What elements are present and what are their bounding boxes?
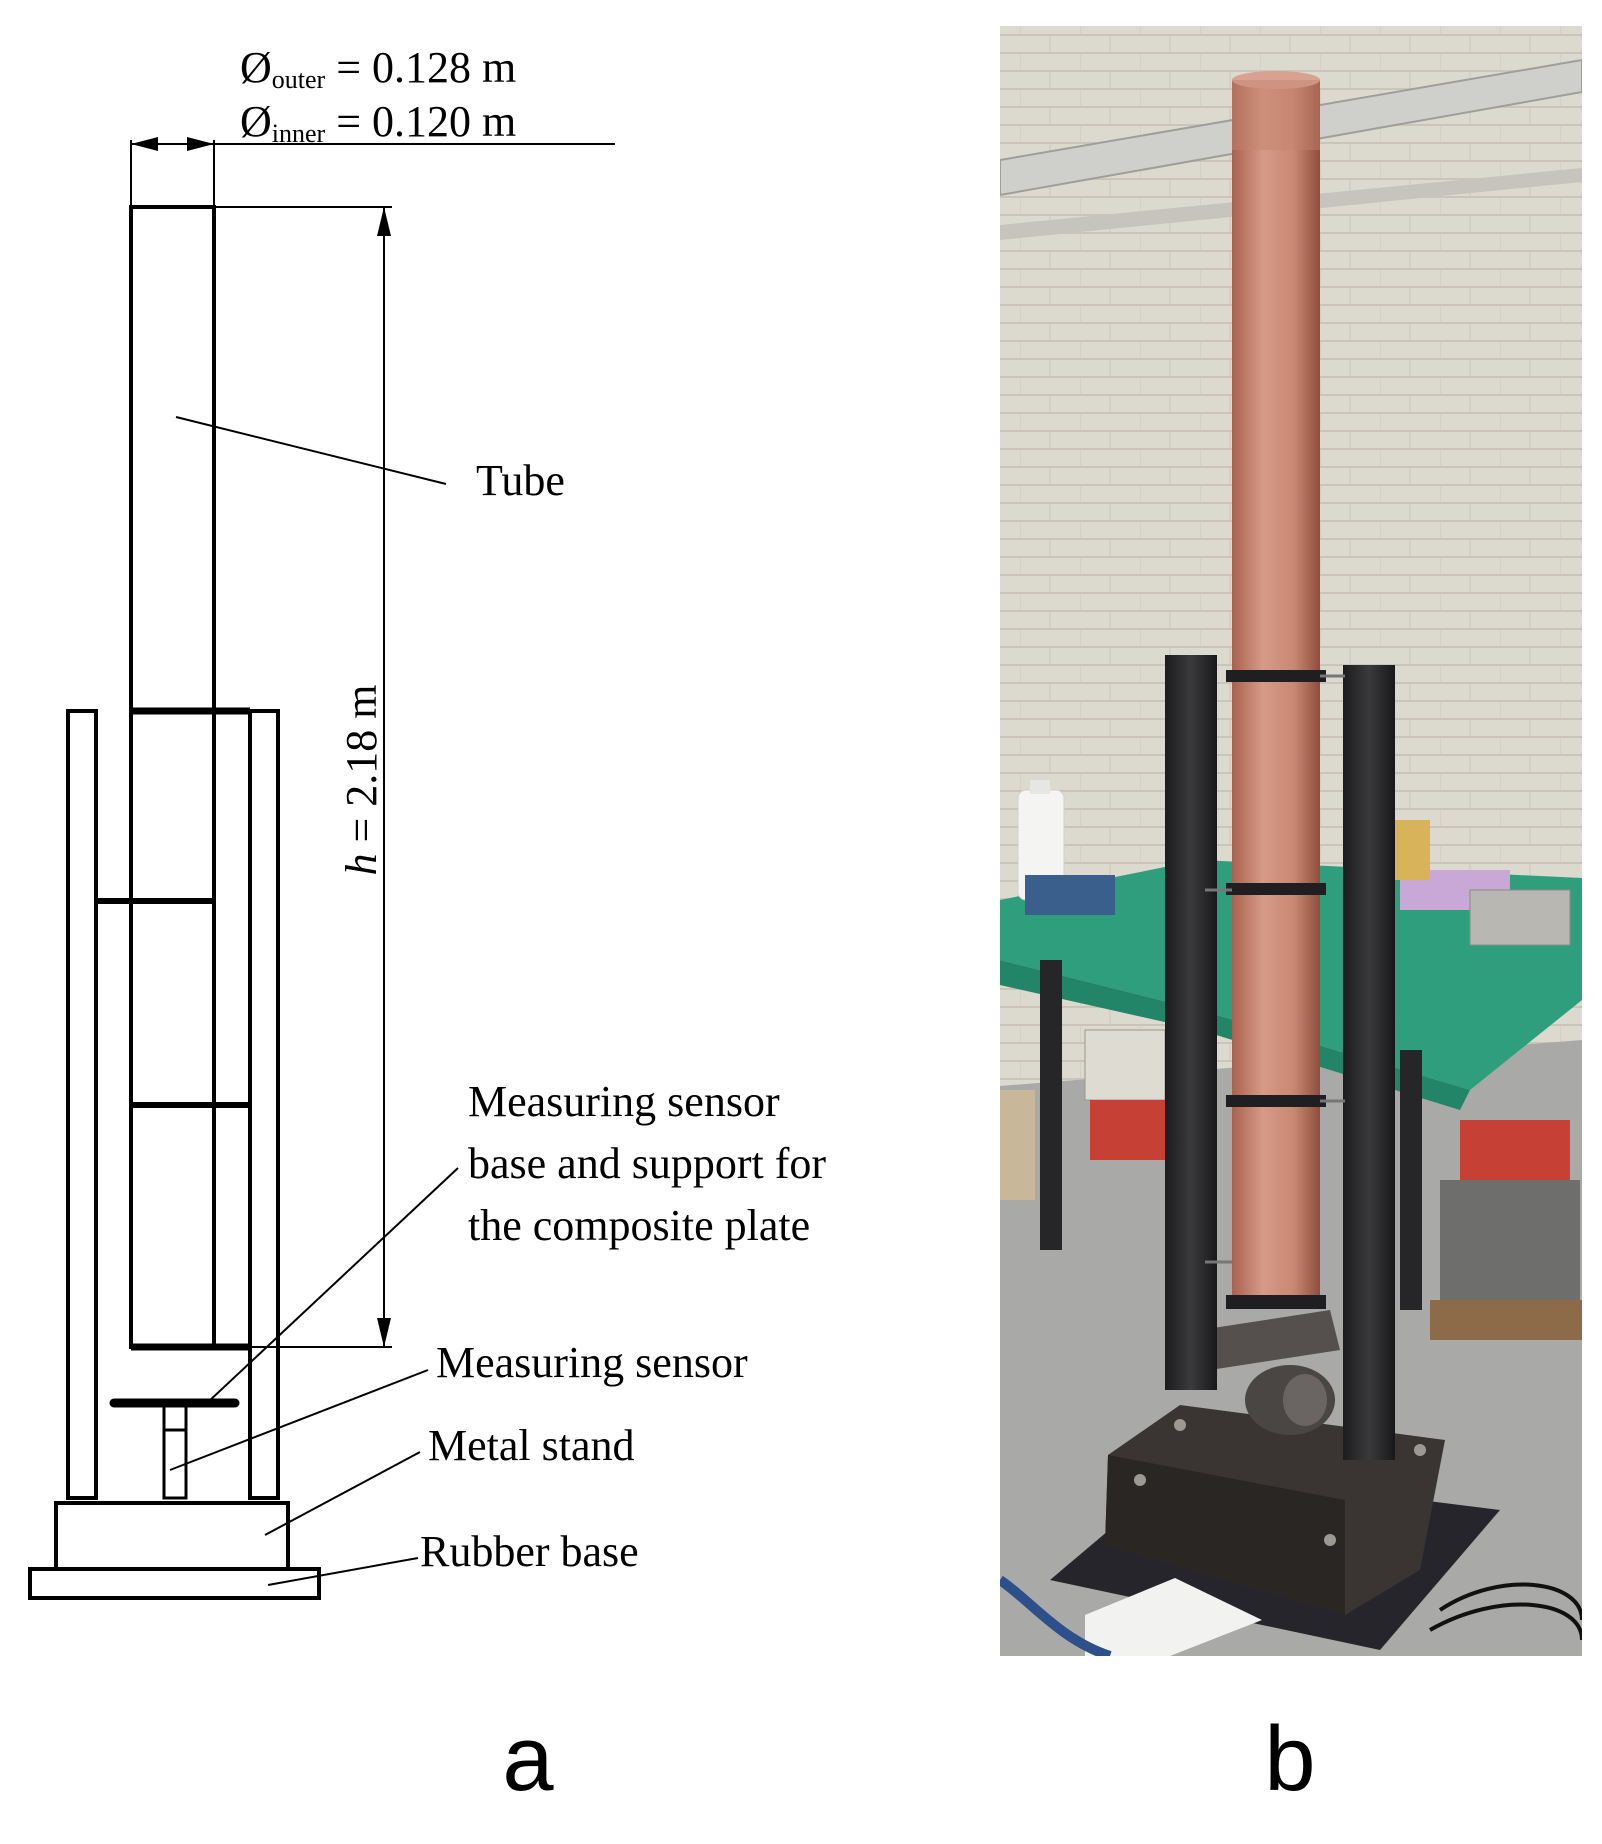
photo-clamp-3 xyxy=(1226,1095,1326,1107)
photo-clamp-2 xyxy=(1226,883,1326,895)
stand-post-right xyxy=(248,709,280,1500)
rubber-base-shape xyxy=(28,1567,321,1600)
leader-metal-stand xyxy=(264,1451,421,1536)
photo-tube xyxy=(1232,80,1320,1300)
photo-tube-top xyxy=(1232,71,1320,89)
diameter-arrow-right xyxy=(187,137,214,151)
inner-diameter-label: Øinner = 0.120 m xyxy=(240,97,516,148)
measuring-sensor-shape xyxy=(162,1401,188,1500)
panel-a-labels: Øouter = 0.128 m Øinner = 0.120 m h = 2.… xyxy=(240,43,826,1576)
leader-sensor-base xyxy=(206,1167,459,1404)
height-label: h = 2.18 m xyxy=(337,684,386,875)
sensor-base-label-line2: base and support for xyxy=(468,1139,826,1188)
photo-vise xyxy=(1025,875,1115,915)
leader-rubber-base xyxy=(267,1557,419,1586)
photo-clamp-1 xyxy=(1226,670,1326,682)
photo-stand-post-left xyxy=(1165,655,1217,1390)
sensor-base-label-line3: the composite plate xyxy=(468,1201,810,1250)
photo-paper xyxy=(1085,1578,1262,1656)
metal-stand-label: Metal stand xyxy=(428,1421,635,1470)
tube-label: Tube xyxy=(476,456,565,505)
height-arrow-top xyxy=(377,207,391,236)
leader-measuring-sensor xyxy=(169,1369,429,1471)
panel-a-letter: a xyxy=(502,1708,554,1810)
leader-tube xyxy=(175,416,447,485)
outer-diameter-label: Øouter = 0.128 m xyxy=(240,43,516,94)
stand-post-left xyxy=(66,709,98,1500)
measuring-sensor-label: Measuring sensor xyxy=(436,1338,748,1387)
photo-stand-post-right xyxy=(1343,665,1395,1460)
photo-clamp-4 xyxy=(1226,1295,1326,1309)
metal-stand-base xyxy=(54,1501,290,1571)
diameter-arrow-left xyxy=(131,137,158,151)
height-arrow-bottom xyxy=(377,1318,391,1347)
tube-outline xyxy=(129,205,216,1349)
sensor-base-label-line1: Measuring sensor xyxy=(468,1077,780,1126)
panel-a-drawing xyxy=(28,137,615,1600)
panel-b-letter: b xyxy=(1264,1708,1315,1810)
panel-b-photo xyxy=(1000,26,1582,1656)
rubber-base-label: Rubber base xyxy=(420,1527,639,1576)
